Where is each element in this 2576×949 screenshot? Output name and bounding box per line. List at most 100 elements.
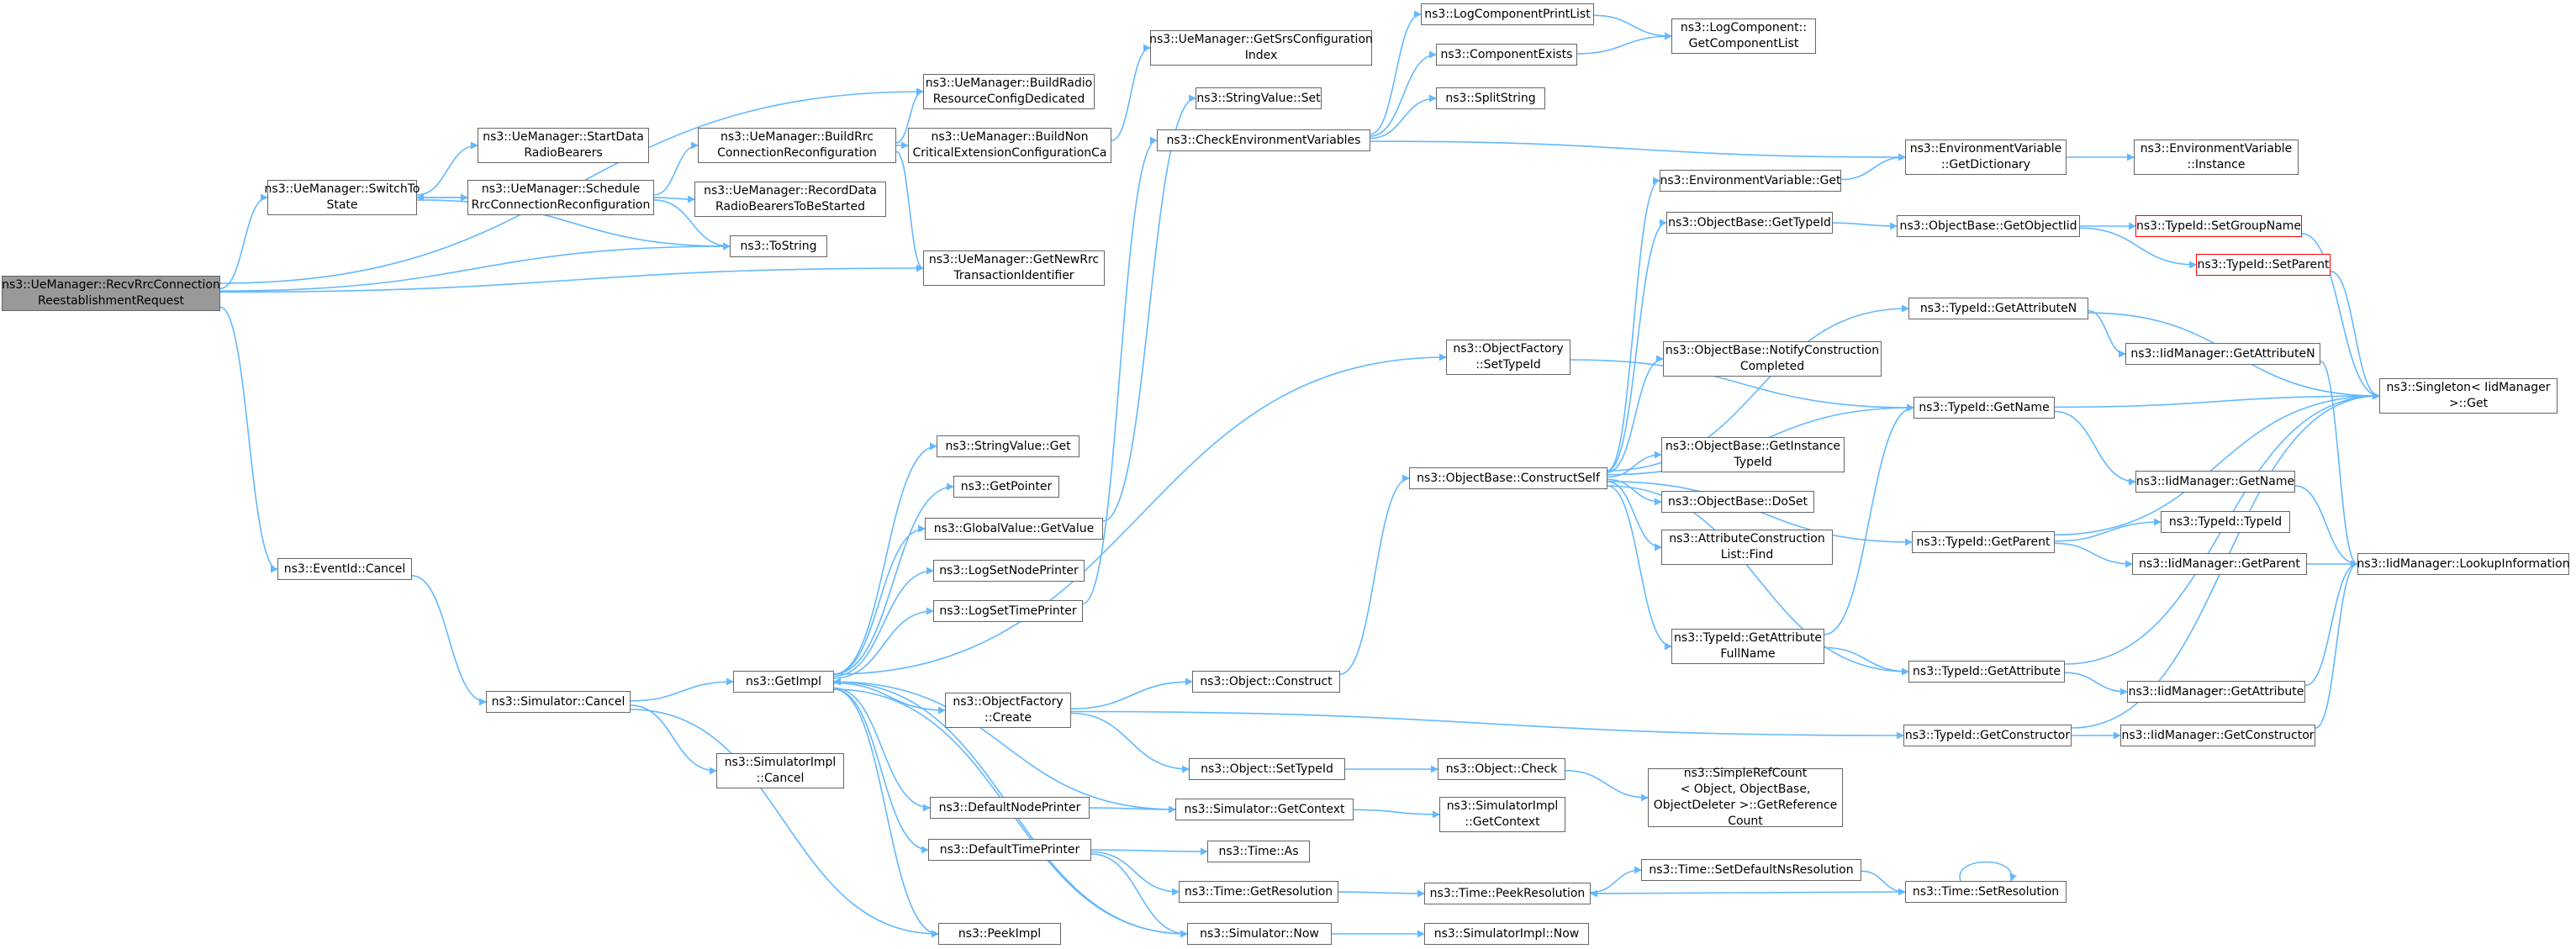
node-simImplNow[interactable]: ns3::SimulatorImpl::Now — [1424, 923, 1589, 945]
node-defTimePrinter[interactable]: ns3::DefaultTimePrinter — [928, 839, 1091, 861]
node-simNow[interactable]: ns3::Simulator::Now — [1187, 923, 1332, 945]
node-simImplCancel[interactable]: ns3::SimulatorImpl::Cancel — [716, 753, 844, 788]
node-logSetTime[interactable]: ns3::LogSetTimePrinter — [933, 600, 1083, 622]
node-label-line: ::SetTypeId — [1475, 358, 1541, 372]
node-logCompPrint[interactable]: ns3::LogComponentPrintList — [1421, 3, 1594, 25]
node-lookupInfo[interactable]: ns3::IidManager::LookupInformation — [2357, 553, 2570, 575]
node-timeGetRes[interactable]: ns3::Time::GetResolution — [1179, 881, 1338, 903]
edge-defTimePrinter-to-simNow — [1090, 853, 1188, 938]
node-objFactSetTypeId[interactable]: ns3::ObjectFactory::SetTypeId — [1446, 340, 1570, 375]
node-setDefaultNsRes[interactable]: ns3::Time::SetDefaultNsResolution — [1641, 859, 1861, 881]
node-objBaseGetObjectIid[interactable]: ns3::ObjectBase::GetObjectIid — [1897, 215, 2080, 237]
node-checkEnv[interactable]: ns3::CheckEnvironmentVariables — [1157, 129, 1370, 151]
node-label-line: ns3::PeekImpl — [958, 926, 1042, 941]
node-doSet[interactable]: ns3::ObjectBase::DoSet — [1661, 491, 1814, 513]
edge-buildRrc-to-getNewRrc — [895, 150, 924, 272]
edge-iidGetConstructor-to-lookupInfo — [2315, 560, 2358, 729]
node-constructSelf[interactable]: ns3::ObjectBase::ConstructSelf — [1409, 467, 1607, 489]
node-getAttributeN[interactable]: ns3::TypeId::GetAttributeN — [1908, 298, 2088, 319]
node-iidGetParent[interactable]: ns3::IidManager::GetParent — [2132, 553, 2307, 575]
node-label-line: ns3::Singleton< IidManager — [2386, 381, 2551, 394]
node-label-line: ns3::IidManager::GetAttribute — [2128, 684, 2304, 699]
node-defNodePrinter[interactable]: ns3::DefaultNodePrinter — [930, 797, 1090, 819]
node-typeIdTypeId[interactable]: ns3::TypeId::TypeId — [2161, 511, 2290, 533]
node-iidGetName[interactable]: ns3::IidManager::GetName — [2135, 471, 2295, 493]
node-logSetNode[interactable]: ns3::LogSetNodePrinter — [933, 560, 1085, 582]
node-objBaseGetTypeId[interactable]: ns3::ObjectBase::GetTypeId — [1666, 212, 1833, 234]
node-objCheck[interactable]: ns3::Object::Check — [1438, 758, 1565, 780]
node-setResolution[interactable]: ns3::Time::SetResolution — [1905, 881, 2067, 903]
node-label-line: ns3::LogComponent:: — [1680, 21, 1808, 34]
node-label-line: ns3::TypeId::GetName — [1919, 400, 2050, 414]
node-simGetContext[interactable]: ns3::Simulator::GetContext — [1175, 799, 1354, 820]
node-envGetDict[interactable]: ns3::EnvironmentVariable::GetDictionary — [1905, 140, 2067, 175]
node-iidGetAttribute[interactable]: ns3::IidManager::GetAttribute — [2127, 681, 2305, 703]
node-label-line: ns3::IidManager::GetAttributeN — [2130, 346, 2315, 361]
node-peekRes[interactable]: ns3::Time::PeekResolution — [1424, 883, 1591, 904]
edge-getParent-to-singletonGet — [2054, 392, 2380, 536]
node-label-line: ns3::GetImpl — [745, 674, 821, 688]
node-objConstruct[interactable]: ns3::Object::Construct — [1192, 671, 1340, 693]
node-globalGetValue[interactable]: ns3::GlobalValue::GetValue — [925, 518, 1103, 540]
edge-checkEnv-to-compExists — [1370, 50, 1437, 137]
node-objSetTypeId[interactable]: ns3::Object::SetTypeId — [1189, 758, 1345, 780]
node-simImplGetContext[interactable]: ns3::SimulatorImpl::GetContext — [1439, 797, 1565, 832]
node-label-line: ReestablishmentRequest — [37, 294, 184, 308]
edge-simGetContext-to-simImplGetContext — [1353, 809, 1440, 819]
edge-objFactCreate-to-objConstruct — [1070, 677, 1193, 710]
node-simCancel[interactable]: ns3::Simulator::Cancel — [486, 691, 631, 713]
edge-logCompPrint-to-logCompGet — [1593, 14, 1672, 40]
node-getParent[interactable]: ns3::TypeId::GetParent — [1912, 531, 2055, 553]
edge-getAttrFullName-to-typeIdGetName — [1824, 403, 1914, 635]
node-getImpl[interactable]: ns3::GetImpl — [733, 671, 834, 693]
node-label-line: ::GetDictionary — [1940, 158, 2031, 171]
node-objFactCreate[interactable]: ns3::ObjectFactory::Create — [945, 693, 1071, 728]
node-splitString[interactable]: ns3::SplitString — [1436, 87, 1545, 109]
node-simpleRefCount[interactable]: ns3::SimpleRefCount< Object, ObjectBase,… — [1648, 767, 1843, 828]
node-setGroupName[interactable]: ns3::TypeId::SetGroupName — [2135, 215, 2302, 237]
node-stringSet[interactable]: ns3::StringValue::Set — [1196, 87, 1322, 109]
node-label-line: ns3::CheckEnvironmentVariables — [1166, 133, 1361, 147]
node-getAttribute[interactable]: ns3::TypeId::GetAttribute — [1908, 661, 2065, 683]
node-stringValueGet[interactable]: ns3::StringValue::Get — [937, 435, 1079, 457]
node-singletonGet[interactable]: ns3::Singleton< IidManager>::Get — [2379, 378, 2558, 414]
node-setParent[interactable]: ns3::TypeId::SetParent — [2196, 254, 2331, 276]
node-peekImpl[interactable]: ns3::PeekImpl — [938, 923, 1061, 945]
node-iidGetAttributeN[interactable]: ns3::IidManager::GetAttributeN — [2125, 343, 2320, 365]
node-label-line: ns3::ToString — [740, 239, 817, 253]
node-eventIdCancel[interactable]: ns3::EventId::Cancel — [277, 558, 412, 580]
node-iidGetConstructor[interactable]: ns3::IidManager::GetConstructor — [2120, 725, 2315, 746]
edge-simCancel-to-simImplCancel — [630, 704, 717, 775]
node-getConstructor[interactable]: ns3::TypeId::GetConstructor — [1903, 725, 2072, 746]
node-label-line: >::Get — [2448, 397, 2489, 410]
node-label-line: ns3::Simulator::GetContext — [1184, 802, 1345, 816]
node-toString[interactable]: ns3::ToString — [730, 235, 827, 257]
edge-setParent-to-singletonGet — [2330, 271, 2380, 400]
node-envGet[interactable]: ns3::EnvironmentVariable::Get — [1660, 170, 1841, 192]
node-getPointer[interactable]: ns3::GetPointer — [953, 476, 1059, 498]
edge-setResolution-to-setResolution — [1959, 861, 2017, 882]
node-compExists[interactable]: ns3::ComponentExists — [1436, 44, 1577, 66]
node-timeAs[interactable]: ns3::Time::As — [1207, 841, 1310, 862]
node-typeIdGetName[interactable]: ns3::TypeId::GetName — [1914, 397, 2055, 419]
node-logCompGet[interactable]: ns3::LogComponent::GetComponentList — [1671, 18, 1816, 54]
node-label-line: Index — [1244, 49, 1278, 62]
node-envInstance[interactable]: ns3::EnvironmentVariable::Instance — [2134, 140, 2299, 175]
edge-getImpl-to-getPointer — [833, 482, 954, 675]
edge-constructSelf-to-envGet — [1607, 177, 1660, 472]
